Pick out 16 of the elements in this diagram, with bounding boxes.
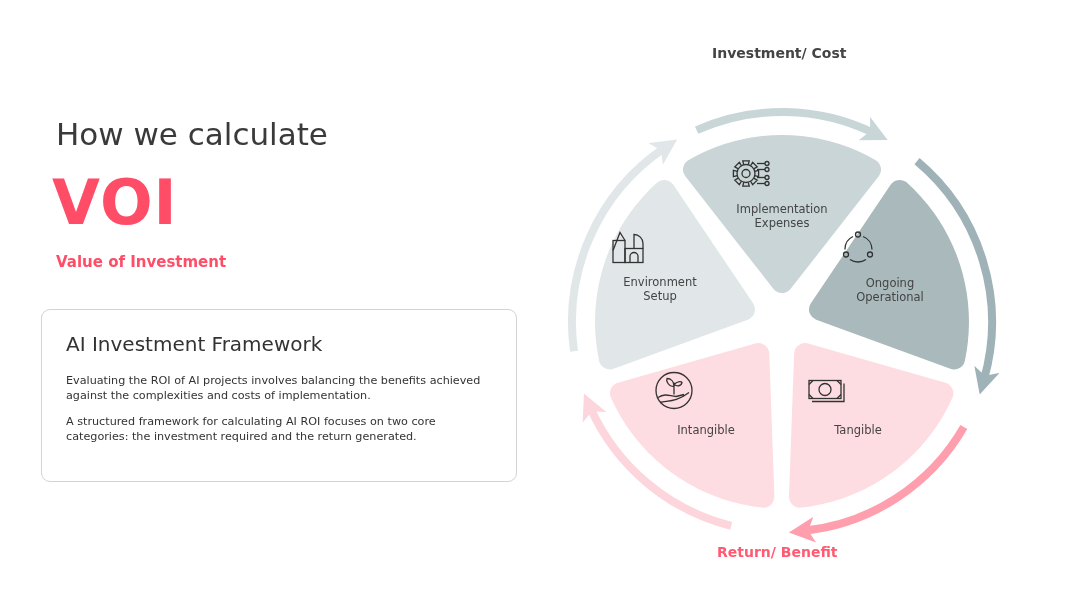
segment-label: Environment Setup	[622, 274, 698, 303]
segment	[609, 342, 776, 510]
paragraph: Evaluating the ROI of AI projects involves balancing the benefits achieved against the complexities and costs of implementation.	[66, 374, 482, 403]
segment-label: Implementation Expenses	[735, 201, 829, 230]
heading: How we calculate	[56, 116, 328, 152]
segment	[788, 342, 955, 510]
acronym-heading: VOI	[52, 168, 178, 238]
card-heading: AI Investment Framework	[66, 332, 324, 356]
segment-label: Intangible	[677, 422, 735, 437]
cycle-label: Return/ Benefit	[717, 544, 838, 560]
paragraph: A structured framework for calculating AI ROI focuses on two core categories: the investment required and the return generated.	[66, 415, 437, 444]
segment-label: Ongoing Operational	[855, 275, 925, 304]
subheading: Value of Investment	[56, 253, 227, 271]
cycle-label: Investment/ Cost	[712, 45, 847, 61]
info-card	[41, 309, 517, 482]
segment-label: Tangible	[834, 422, 882, 437]
